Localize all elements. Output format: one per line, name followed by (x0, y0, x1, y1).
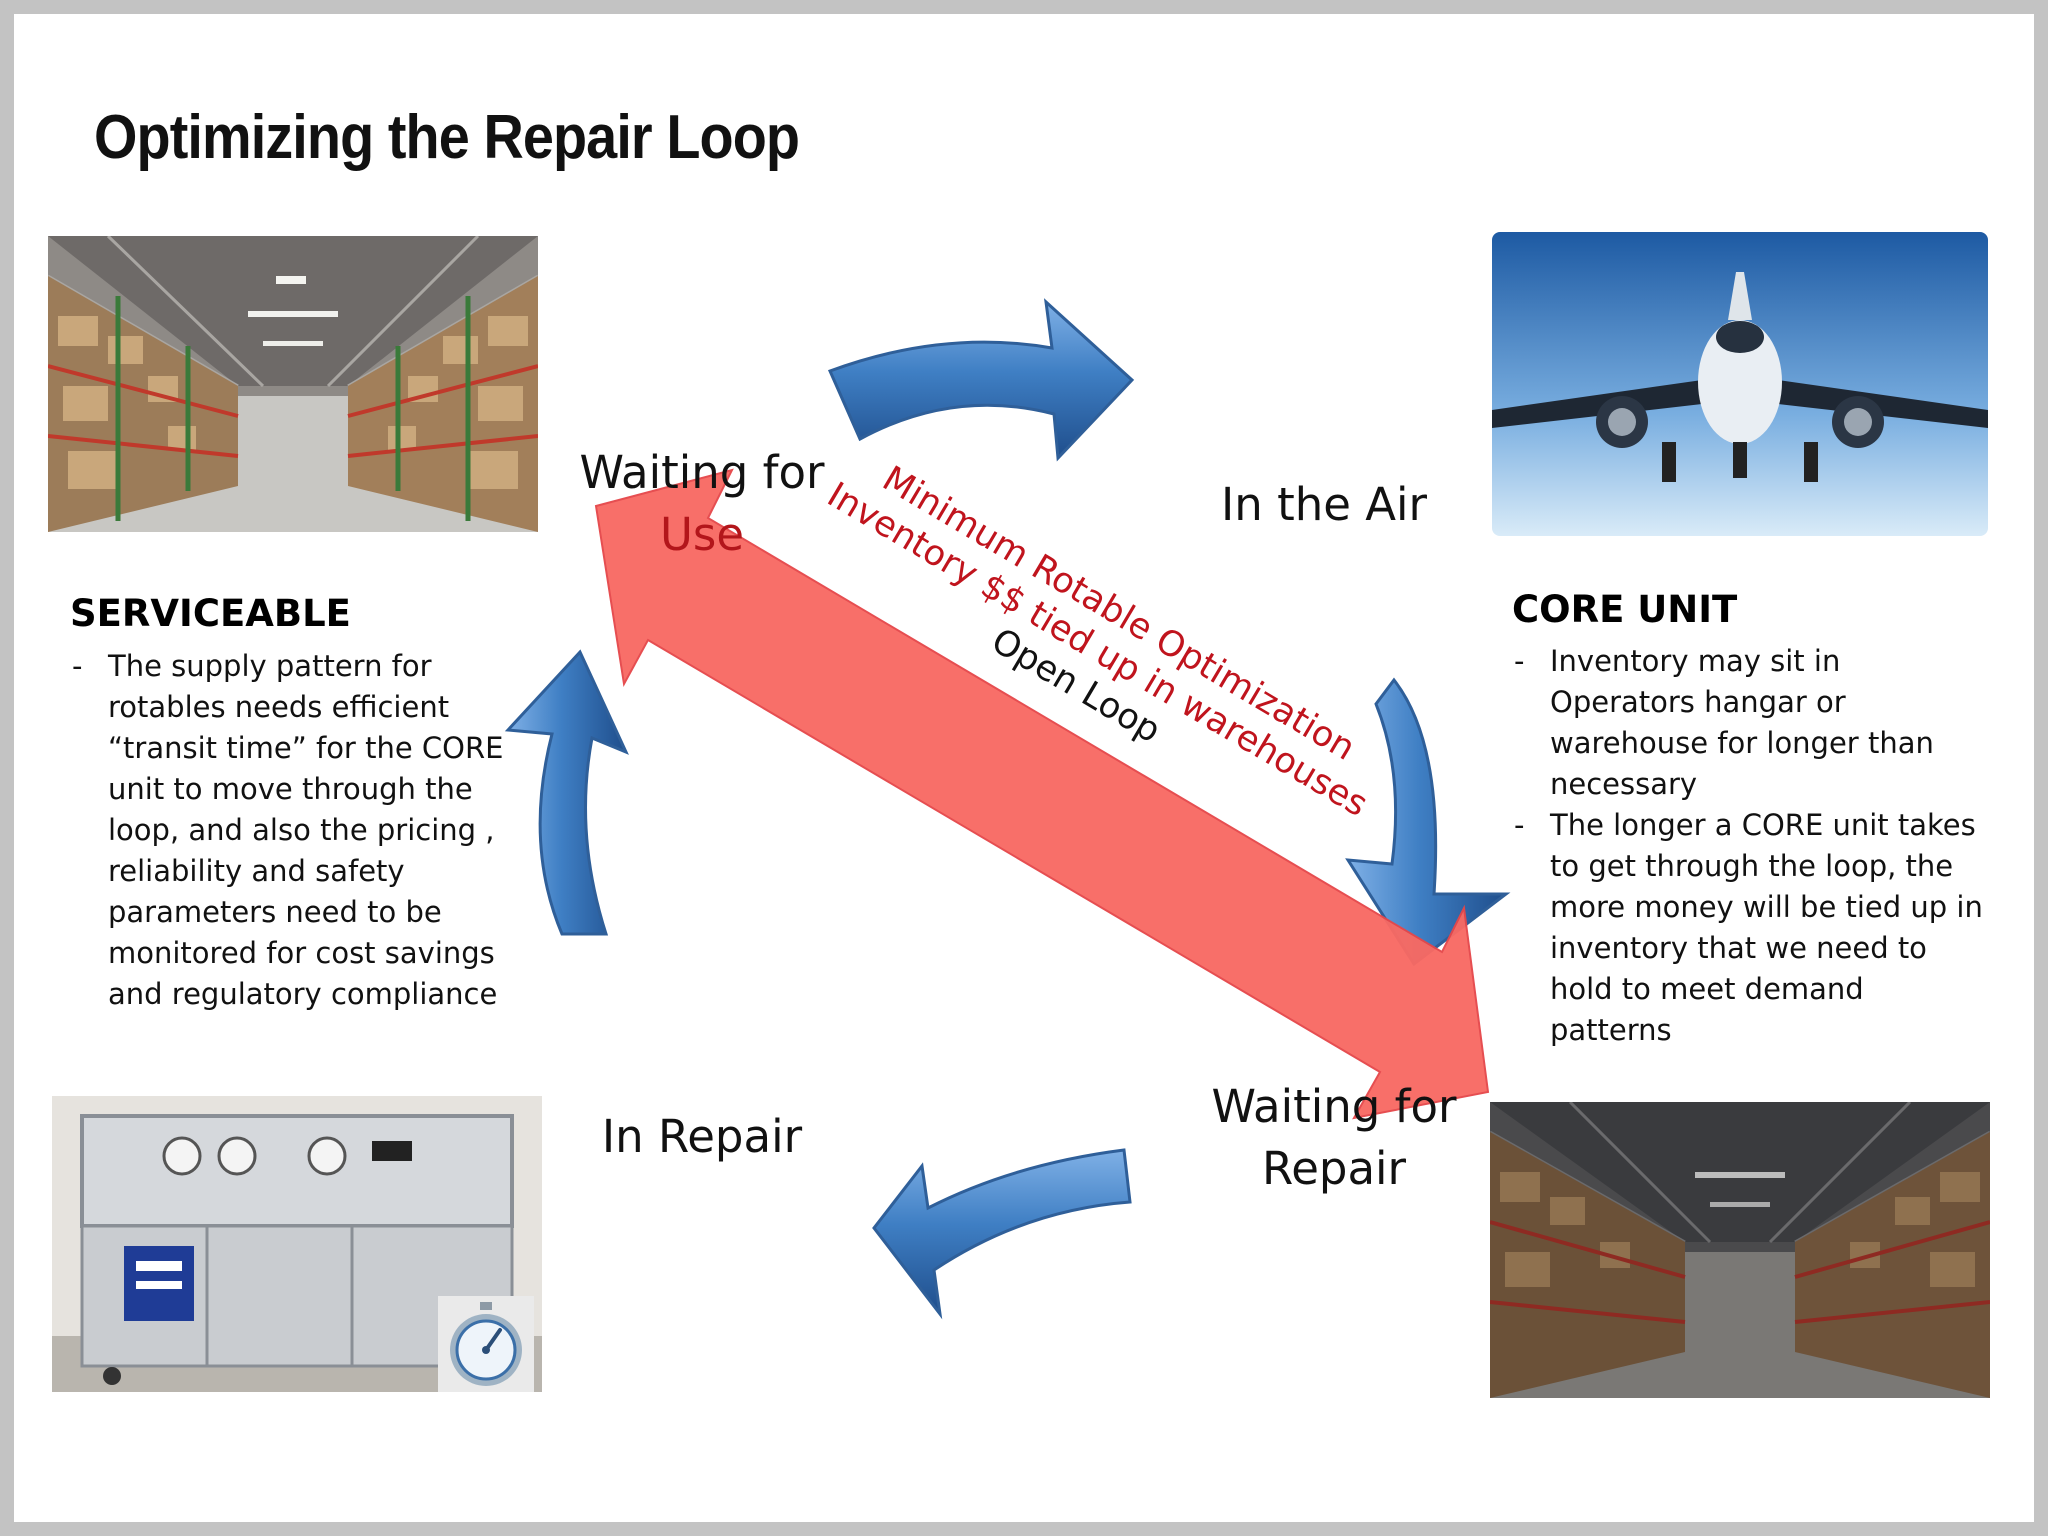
loop-arrow-right (1345, 677, 1511, 967)
stopwatch-icon (438, 1296, 534, 1392)
stage-waiting-for-repair: Waiting for Repair (1194, 1076, 1474, 1200)
stage-waiting-for-repair-line2: Repair (1261, 1142, 1407, 1195)
core-unit-bullet: The longer a CORE unit takes to get thro… (1512, 805, 1992, 1051)
loop-arrows-diagram (504, 298, 1511, 1320)
stage-waiting-for-use-line2: Use (659, 508, 745, 561)
core-unit-heading: CORE UNIT (1512, 588, 1738, 631)
serviceable-heading: SERVICEABLE (70, 592, 351, 635)
serviceable-bullet: The supply pattern for rotables needs ef… (70, 646, 510, 1015)
loop-arrow-bottom (872, 1148, 1132, 1320)
serviceable-bullets: The supply pattern for rotables needs ef… (70, 646, 510, 1015)
diagonal-double-arrow (594, 468, 1490, 1120)
stage-waiting-for-use: Waiting for Use (562, 442, 842, 566)
page-title: Optimizing the Repair Loop (94, 103, 800, 172)
loop-arrow-left (504, 649, 629, 936)
warehouse-photo-top-left (48, 236, 538, 532)
loop-arrow-top (827, 298, 1135, 462)
stage-waiting-for-use-line1: Waiting for (579, 446, 825, 499)
stage-waiting-for-repair-line1: Waiting for (1211, 1080, 1457, 1133)
core-unit-bullet: Inventory may sit in Operators hangar or… (1512, 641, 1992, 805)
stage-in-repair: In Repair (601, 1110, 803, 1163)
core-unit-bullets: Inventory may sit in Operators hangar or… (1512, 641, 1992, 1051)
stage-in-the-air: In the Air (1220, 478, 1428, 531)
slide: Optimizing the Repair Loop (14, 14, 2034, 1522)
airplane-photo (1492, 232, 1988, 536)
warehouse-photo-bottom-right (1490, 1102, 1990, 1398)
